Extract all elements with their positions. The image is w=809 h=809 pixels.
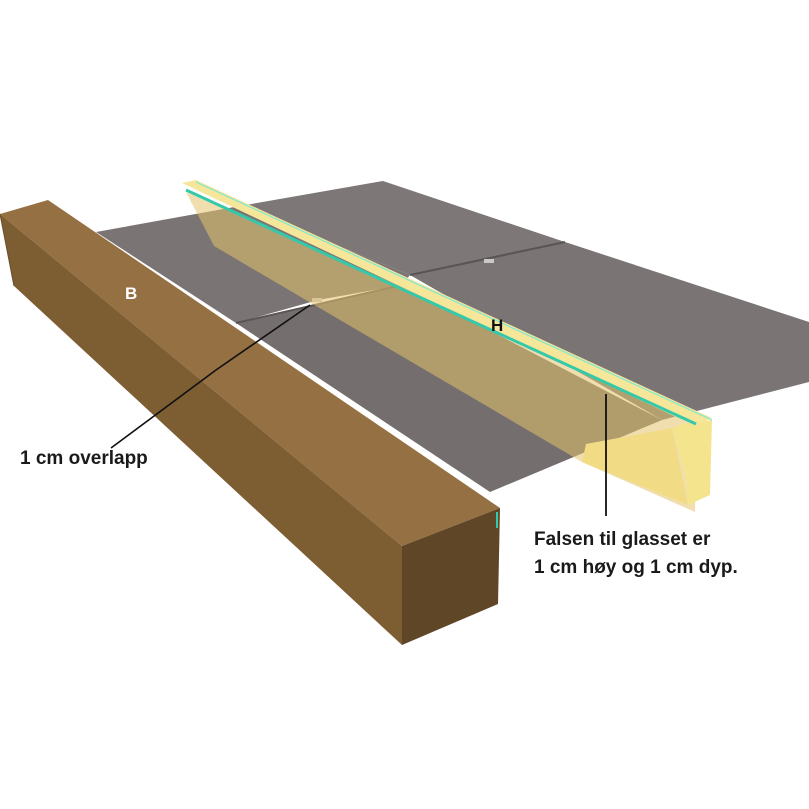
beam-h-side-through-glass <box>186 192 696 512</box>
beam-h-top <box>182 180 712 426</box>
overlap-seam-right <box>409 241 566 276</box>
beam-h-side-lower <box>582 428 688 505</box>
rabbet-label-line1: Falsen til glasset er <box>534 529 711 550</box>
overlap-label: 1 cm overlapp <box>20 448 148 469</box>
beam-b-label: B <box>125 284 138 303</box>
beam-h-label: H <box>491 316 504 335</box>
beam-b-front <box>402 508 500 645</box>
glass-panel-back-right <box>240 181 565 275</box>
beam-h-end-face <box>672 420 712 505</box>
beam-b-top <box>0 200 500 546</box>
rabbet-label-line2: 1 cm høy og 1 cm dyp. <box>534 557 738 578</box>
glass-edge-line-back <box>195 181 713 421</box>
glass-panel-right <box>410 242 809 420</box>
beam-b-edge <box>0 213 15 287</box>
rabbet-label: Falsen til glasset er 1 cm høy og 1 cm d… <box>534 526 738 582</box>
overlap-marker-right <box>484 259 494 263</box>
overlap-leader-line <box>110 304 311 449</box>
beam-b-side <box>0 214 402 645</box>
glass-edge-line <box>185 188 697 426</box>
